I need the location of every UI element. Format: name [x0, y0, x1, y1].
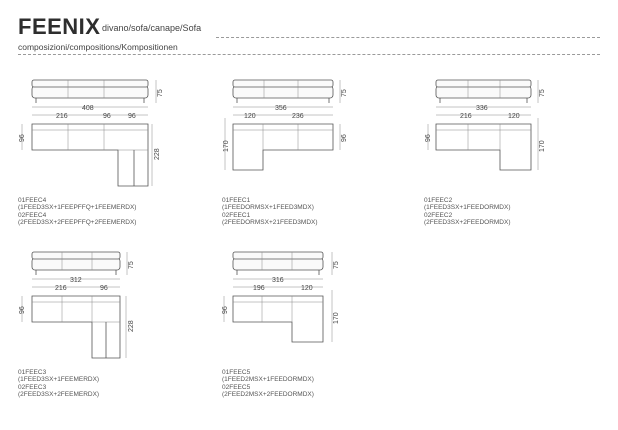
chaise-dim-4: 228: [128, 320, 135, 332]
code-line: 01FEEC4: [18, 197, 47, 204]
chaise-dim-5: 170: [333, 312, 340, 324]
chaise-dim-1: 228: [154, 148, 161, 160]
code-line: 02FEEC3: [18, 383, 47, 391]
part-dim-4a: 216: [55, 285, 67, 292]
part-dim-2a: 120: [244, 113, 256, 120]
code-line: (2FEED3SX+2FEEDORMDX): [424, 219, 511, 227]
front-view-1: 75: [31, 79, 164, 103]
composition-4-codes: 01FEEC3 (1FEED3SX+1FEEMERDX) 02FEEC3 (2F…: [18, 369, 99, 399]
composition-5-drawing: 75 316 196 120 96 170: [222, 251, 340, 343]
composition-3-codes: 01FEEC2 (1FEED3SX+1FEEDORMDX) 02FEEC2 (2…: [424, 197, 511, 227]
code-line: (2FEED3SX+2FEEMERDX): [18, 391, 100, 399]
code-line: 01FEEC2: [424, 197, 453, 204]
part-dim-1b: 96: [103, 113, 111, 120]
code-line: 01FEEC1: [222, 197, 251, 204]
composition-4-drawing: 75 312 216 96 96 228: [19, 251, 135, 359]
total-dim-1: 408: [82, 105, 94, 112]
brand-title: FEENIX: [18, 14, 101, 39]
part-dim-1c: 96: [128, 113, 136, 120]
code-line: (1FEED3SX+1FEEPFFQ+1FEEMERDX): [18, 204, 137, 212]
code-line: (2FEED3SX+2FEEPFFQ+2FEEMERDX): [18, 219, 137, 227]
total-dim-4: 312: [70, 277, 82, 284]
code-line: (1FEED3SX+1FEEMERDX): [18, 376, 100, 384]
front-view-2: 75: [232, 79, 348, 103]
code-line: 02FEEC1: [222, 211, 251, 219]
depth-dim-1: 96: [19, 134, 26, 142]
plan-view-3: 96 170: [425, 118, 546, 171]
height-dim-3: 75: [539, 89, 546, 97]
code-line: 02FEEC2: [424, 211, 453, 219]
part-dim-3b: 120: [508, 113, 520, 120]
code-line: (1FEED3SX+1FEEDORMDX): [424, 204, 511, 212]
composition-5-codes: 01FEEC5 (1FEED2MSX+1FEEDORMDX) 02FEEC5 (…: [222, 369, 314, 399]
composition-1-drawing: 75 408 216 96 96 96 228: [19, 79, 164, 187]
composition-2-drawing: 75 356 120 236 170 96: [223, 79, 348, 171]
height-dim-1: 75: [157, 89, 164, 97]
part-dim-2b: 236: [292, 113, 304, 120]
depth-dim-2: 96: [341, 134, 348, 142]
depth-dim-4: 96: [19, 306, 26, 314]
code-line: (1FEED2MSX+1FEEDORMDX): [222, 376, 314, 384]
plan-view-5: 96 170: [222, 290, 340, 343]
part-dim-1a: 216: [56, 113, 68, 120]
total-dim-3: 336: [476, 105, 488, 112]
code-line: (2FEEDORMSX+21FEED3MDX): [222, 219, 318, 227]
code-line: 02FEEC5: [222, 383, 251, 391]
section-caption: composizioni/compositions/Kompositionen: [18, 42, 178, 52]
part-dim-4b: 96: [100, 285, 108, 292]
height-dim-2: 75: [341, 89, 348, 97]
section-divider: [18, 54, 600, 55]
front-view-3: 75: [435, 79, 546, 103]
code-line: 01FEEC3: [18, 369, 47, 376]
part-dim-5b: 120: [301, 285, 313, 292]
composition-3-drawing: 75 336 216 120 96 170: [425, 79, 546, 171]
total-dim-2: 356: [275, 105, 287, 112]
height-dim-4: 75: [128, 261, 135, 269]
front-view-5: 75: [232, 251, 340, 275]
front-view-4: 75: [31, 251, 135, 275]
chaise-dim-2: 170: [223, 140, 230, 152]
depth-dim-3: 96: [425, 134, 432, 142]
plan-view-1: 96 228: [19, 123, 161, 187]
composition-2-codes: 01FEEC1 (1FEEDORMSX+1FEED3MDX) 02FEEC1 (…: [222, 197, 318, 227]
chaise-dim-3: 170: [539, 140, 546, 152]
header-divider: [216, 37, 600, 38]
part-dim-5a: 196: [253, 285, 265, 292]
code-line: (2FEED2MSX+2FEEDORMDX): [222, 391, 314, 399]
height-dim-5: 75: [333, 261, 340, 269]
plan-view-4: 96 228: [19, 295, 135, 359]
code-line: 02FEEC4: [18, 211, 47, 219]
total-dim-5: 316: [272, 277, 284, 284]
product-subtitle: divano/sofa/canape/Sofa: [102, 23, 202, 33]
code-line: (1FEEDORMSX+1FEED3MDX): [222, 204, 314, 212]
composition-1-codes: 01FEEC4 (1FEED3SX+1FEEPFFQ+1FEEMERDX) 02…: [18, 197, 136, 227]
plan-view-2: 170 96: [223, 118, 348, 171]
part-dim-3a: 216: [460, 113, 472, 120]
code-line: 01FEEC5: [222, 369, 251, 376]
depth-dim-5: 96: [222, 306, 229, 314]
